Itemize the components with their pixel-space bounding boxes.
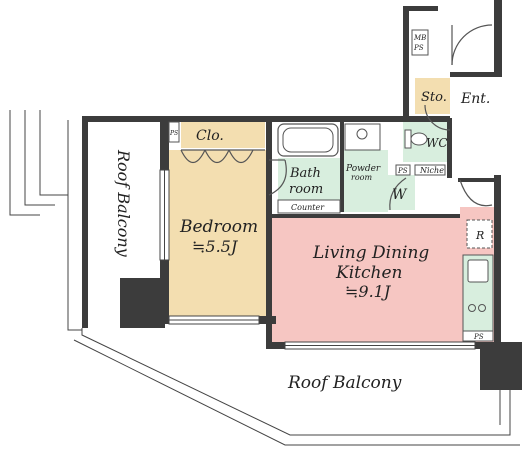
ps-label-left: PS bbox=[169, 130, 178, 137]
wc-label: WC bbox=[426, 136, 448, 150]
powder-label-line2: room bbox=[351, 173, 372, 182]
powder-label-line1: Powder bbox=[345, 164, 381, 174]
ldk-label-line2: Kitchen bbox=[335, 263, 402, 283]
counter-strip bbox=[277, 199, 341, 214]
washer-label: W bbox=[392, 187, 408, 203]
bathtub bbox=[277, 123, 339, 157]
bedroom-area bbox=[169, 150, 269, 317]
washbasin bbox=[344, 123, 381, 151]
ldk-area bbox=[272, 207, 494, 342]
storage-area bbox=[415, 78, 450, 114]
ps-label-kitchen: PS bbox=[473, 333, 484, 341]
entrance-doors bbox=[389, 24, 493, 211]
ps-label-top: PS bbox=[413, 44, 424, 52]
ps-box-left bbox=[168, 121, 180, 143]
ldk-size-label: ≒9.1J bbox=[345, 282, 392, 301]
niche-box bbox=[414, 164, 446, 176]
closet-label: Clo. bbox=[196, 128, 224, 144]
bedroom-size-label: ≒5.5J bbox=[192, 237, 239, 256]
storage-label: Sto. bbox=[421, 90, 447, 105]
ps-label-mid: PS bbox=[397, 167, 408, 175]
refrigerator-label: R bbox=[475, 229, 484, 242]
bedroom-label: Bedroom bbox=[179, 217, 258, 237]
ldk-label-line1: Living Dining bbox=[312, 243, 429, 263]
bath-label-line2: room bbox=[289, 182, 323, 197]
refrigerator-space bbox=[466, 219, 493, 249]
bath-area bbox=[278, 158, 340, 200]
closet-area bbox=[181, 122, 265, 148]
toilet bbox=[404, 129, 428, 149]
bottom-balcony-label: Roof Balcony bbox=[287, 373, 402, 393]
bedroom-door bbox=[268, 159, 287, 196]
ps-box-mid bbox=[395, 164, 411, 176]
counter-label: Counter bbox=[291, 203, 325, 212]
side-balcony-label: Roof Balcony bbox=[114, 149, 133, 258]
entrance-label: Ent. bbox=[460, 91, 490, 107]
roof-balcony-outline bbox=[9, 110, 520, 446]
closet-doors bbox=[180, 149, 265, 164]
bath-label-line1: Bath bbox=[289, 166, 321, 181]
powder-area bbox=[343, 150, 388, 212]
windows bbox=[159, 169, 476, 350]
mb-label: MB bbox=[413, 34, 426, 42]
mb-ps-box bbox=[411, 29, 429, 56]
niche-label: Niche bbox=[419, 166, 444, 175]
kitchen-counter bbox=[462, 254, 494, 342]
